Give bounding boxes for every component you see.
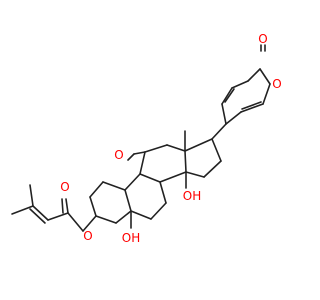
bond [89, 181, 104, 198]
bond [82, 215, 97, 232]
ester-link-oxygen-label: O [83, 229, 92, 243]
bond [133, 151, 146, 155]
atom-labels: O OH OH O O O O [60, 32, 281, 245]
bond [185, 171, 205, 178]
bond [224, 88, 235, 103]
bond [231, 80, 249, 89]
bond [241, 101, 262, 110]
ring-b [124, 173, 167, 220]
ester-side-chain [11, 184, 97, 232]
bond [139, 151, 146, 175]
structure-canvas: O OH OH O O O O [11, 32, 282, 245]
c14-hydroxyl-label: OH [183, 189, 201, 203]
bond [221, 87, 233, 105]
bond [247, 68, 261, 82]
bond [67, 212, 84, 232]
bond [127, 153, 135, 161]
bond [166, 144, 186, 152]
aldehyde-oxygen-label: O [114, 148, 123, 162]
bond [150, 202, 167, 220]
substituents [127, 123, 227, 229]
bond [259, 68, 271, 85]
bond [124, 189, 132, 212]
bond [47, 212, 69, 221]
bond [29, 208, 46, 224]
bond [203, 160, 222, 178]
bond [124, 173, 141, 191]
bond [262, 83, 271, 105]
bond [89, 196, 97, 217]
bond [240, 103, 264, 113]
bond [65, 198, 69, 214]
ring-c [139, 144, 187, 183]
ester-carbonyl-oxygen-label: O [60, 180, 69, 194]
bond [61, 198, 64, 214]
bond [184, 150, 187, 173]
bond [159, 181, 167, 204]
bond [115, 210, 132, 224]
bond [211, 123, 227, 140]
bond [130, 210, 152, 220]
bond [11, 205, 34, 215]
ring-d [184, 130, 222, 178]
pyranone-carbonyl-oxygen-label: O [258, 32, 267, 46]
bond [211, 138, 222, 162]
bond [159, 171, 187, 183]
bond [29, 184, 34, 207]
bond [144, 144, 168, 153]
bond [225, 111, 242, 125]
ring-a [89, 181, 132, 224]
molecule-structure: O OH OH O O O O [11, 32, 282, 245]
bond [184, 138, 213, 152]
bond [95, 215, 117, 224]
pyranone-ring [221, 44, 271, 125]
pyranone-ring-oxygen-label: O [272, 77, 281, 91]
bond [32, 205, 49, 221]
bond [221, 103, 227, 125]
bond [102, 181, 126, 191]
bond [139, 173, 161, 183]
c5-hydroxyl-label: OH [122, 231, 140, 245]
